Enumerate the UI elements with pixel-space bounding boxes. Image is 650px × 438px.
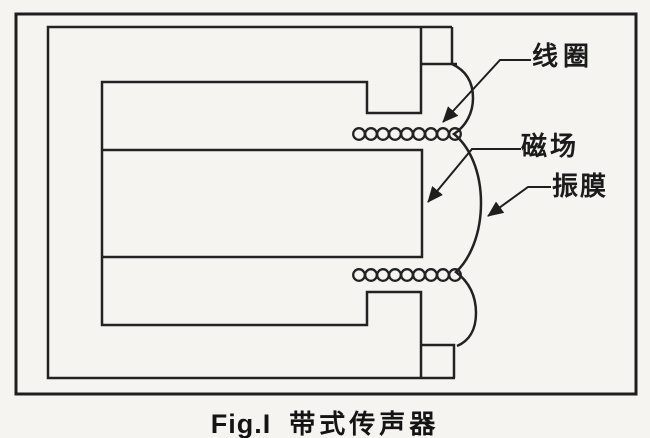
- diaphragm-curve: [451, 62, 483, 348]
- coil-turn: [352, 127, 366, 141]
- leader-line-magnetic-field-arrow-icon: [427, 148, 521, 203]
- coil-turn: [376, 268, 390, 282]
- label-coil: 线圈: [532, 41, 595, 71]
- coil-turn: [424, 268, 438, 282]
- leader-line-diaphragm-arrow-icon: [487, 186, 551, 217]
- coil-turn: [436, 127, 450, 141]
- coil-turn: [412, 127, 426, 141]
- coil-turn: [364, 127, 378, 141]
- coil-turn: [388, 127, 402, 141]
- leader-line-coil-arrow-icon: [442, 59, 531, 123]
- case-outline: [46, 25, 455, 380]
- coil-turn: [364, 268, 378, 282]
- coil-bottom-row: [352, 268, 462, 282]
- coil-turn: [352, 268, 366, 282]
- coil-turn: [448, 268, 462, 282]
- coil-turn: [400, 268, 414, 282]
- caption-figure-number: Fig.I: [210, 409, 272, 438]
- coil-turn: [376, 127, 390, 141]
- coil-top-row: [352, 127, 462, 141]
- magnet-core-outline: [100, 27, 423, 378]
- coil-turn: [424, 127, 438, 141]
- coil-turn: [436, 268, 450, 282]
- label-diaphragm: 振膜: [552, 171, 609, 201]
- bottom-pole-block: [421, 343, 456, 378]
- label-magnetic-field: 磁场: [521, 131, 580, 161]
- magnet-central-bar: [102, 148, 424, 259]
- top-pole-block: [420, 27, 457, 66]
- caption-title: 带式传声器: [289, 409, 440, 438]
- coil-turn: [448, 127, 462, 141]
- coil-turn: [400, 127, 414, 141]
- figure-caption: Fig.I 带式传声器: [0, 404, 650, 438]
- coil-turn: [388, 268, 402, 282]
- coil-turn: [412, 268, 426, 282]
- outer-frame: [14, 12, 638, 396]
